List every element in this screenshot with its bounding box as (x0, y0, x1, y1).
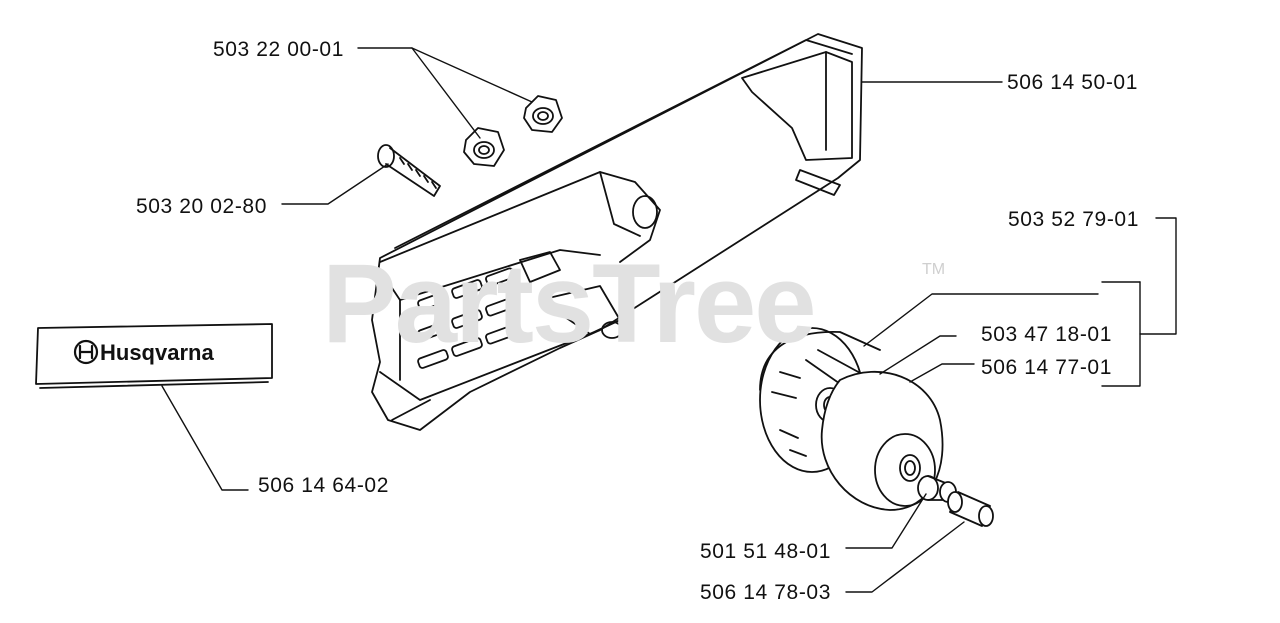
leader-506-14-64-02 (161, 385, 249, 491)
husqvarna-logo-text: Husqvarna (100, 340, 214, 365)
leader-503-52-79-01 (1139, 217, 1177, 335)
part-label-guard-bolt[interactable]: 503 20 02-80 (136, 195, 267, 218)
leader-503-22-00-01 (357, 47, 481, 139)
part-label-clutch-spring[interactable]: 503 47 18-01 (981, 323, 1112, 346)
decal-drawing (35, 323, 273, 389)
leader-506-14-77-01 (909, 363, 975, 383)
clutch-drum-drawing (820, 371, 944, 511)
watermark-text: PartsTree (322, 241, 817, 366)
leader-lines (161, 47, 1177, 593)
watermark-trademark: TM (922, 261, 946, 278)
guard-nuts-drawing (463, 95, 563, 167)
guard-bolt-drawing (377, 144, 441, 197)
part-label-clutch-assembly[interactable]: 503 52 79-01 (1008, 208, 1139, 231)
leader-506-14-78-03 (845, 521, 965, 593)
leader-503-47-18-01 (863, 293, 1099, 347)
clutch-cover-drawing (371, 33, 863, 431)
bushing-drawing (947, 491, 994, 527)
part-label-clutch-drum[interactable]: 506 14 77-01 (981, 356, 1112, 379)
part-label-needle-bearing[interactable]: 501 51 48-01 (700, 540, 831, 563)
husqvarna-crown-h-icon (73, 339, 99, 365)
part-label-decal[interactable]: 506 14 64-02 (258, 474, 389, 497)
leader-501-51-48-01 (845, 493, 927, 549)
part-label-bushing[interactable]: 506 14 78-03 (700, 581, 831, 604)
leader-503-20-02-80 (281, 163, 389, 205)
part-label-clutch-cover[interactable]: 506 14 50-01 (1007, 71, 1138, 94)
part-label-guard-nuts[interactable]: 503 22 00-01 (213, 38, 344, 61)
